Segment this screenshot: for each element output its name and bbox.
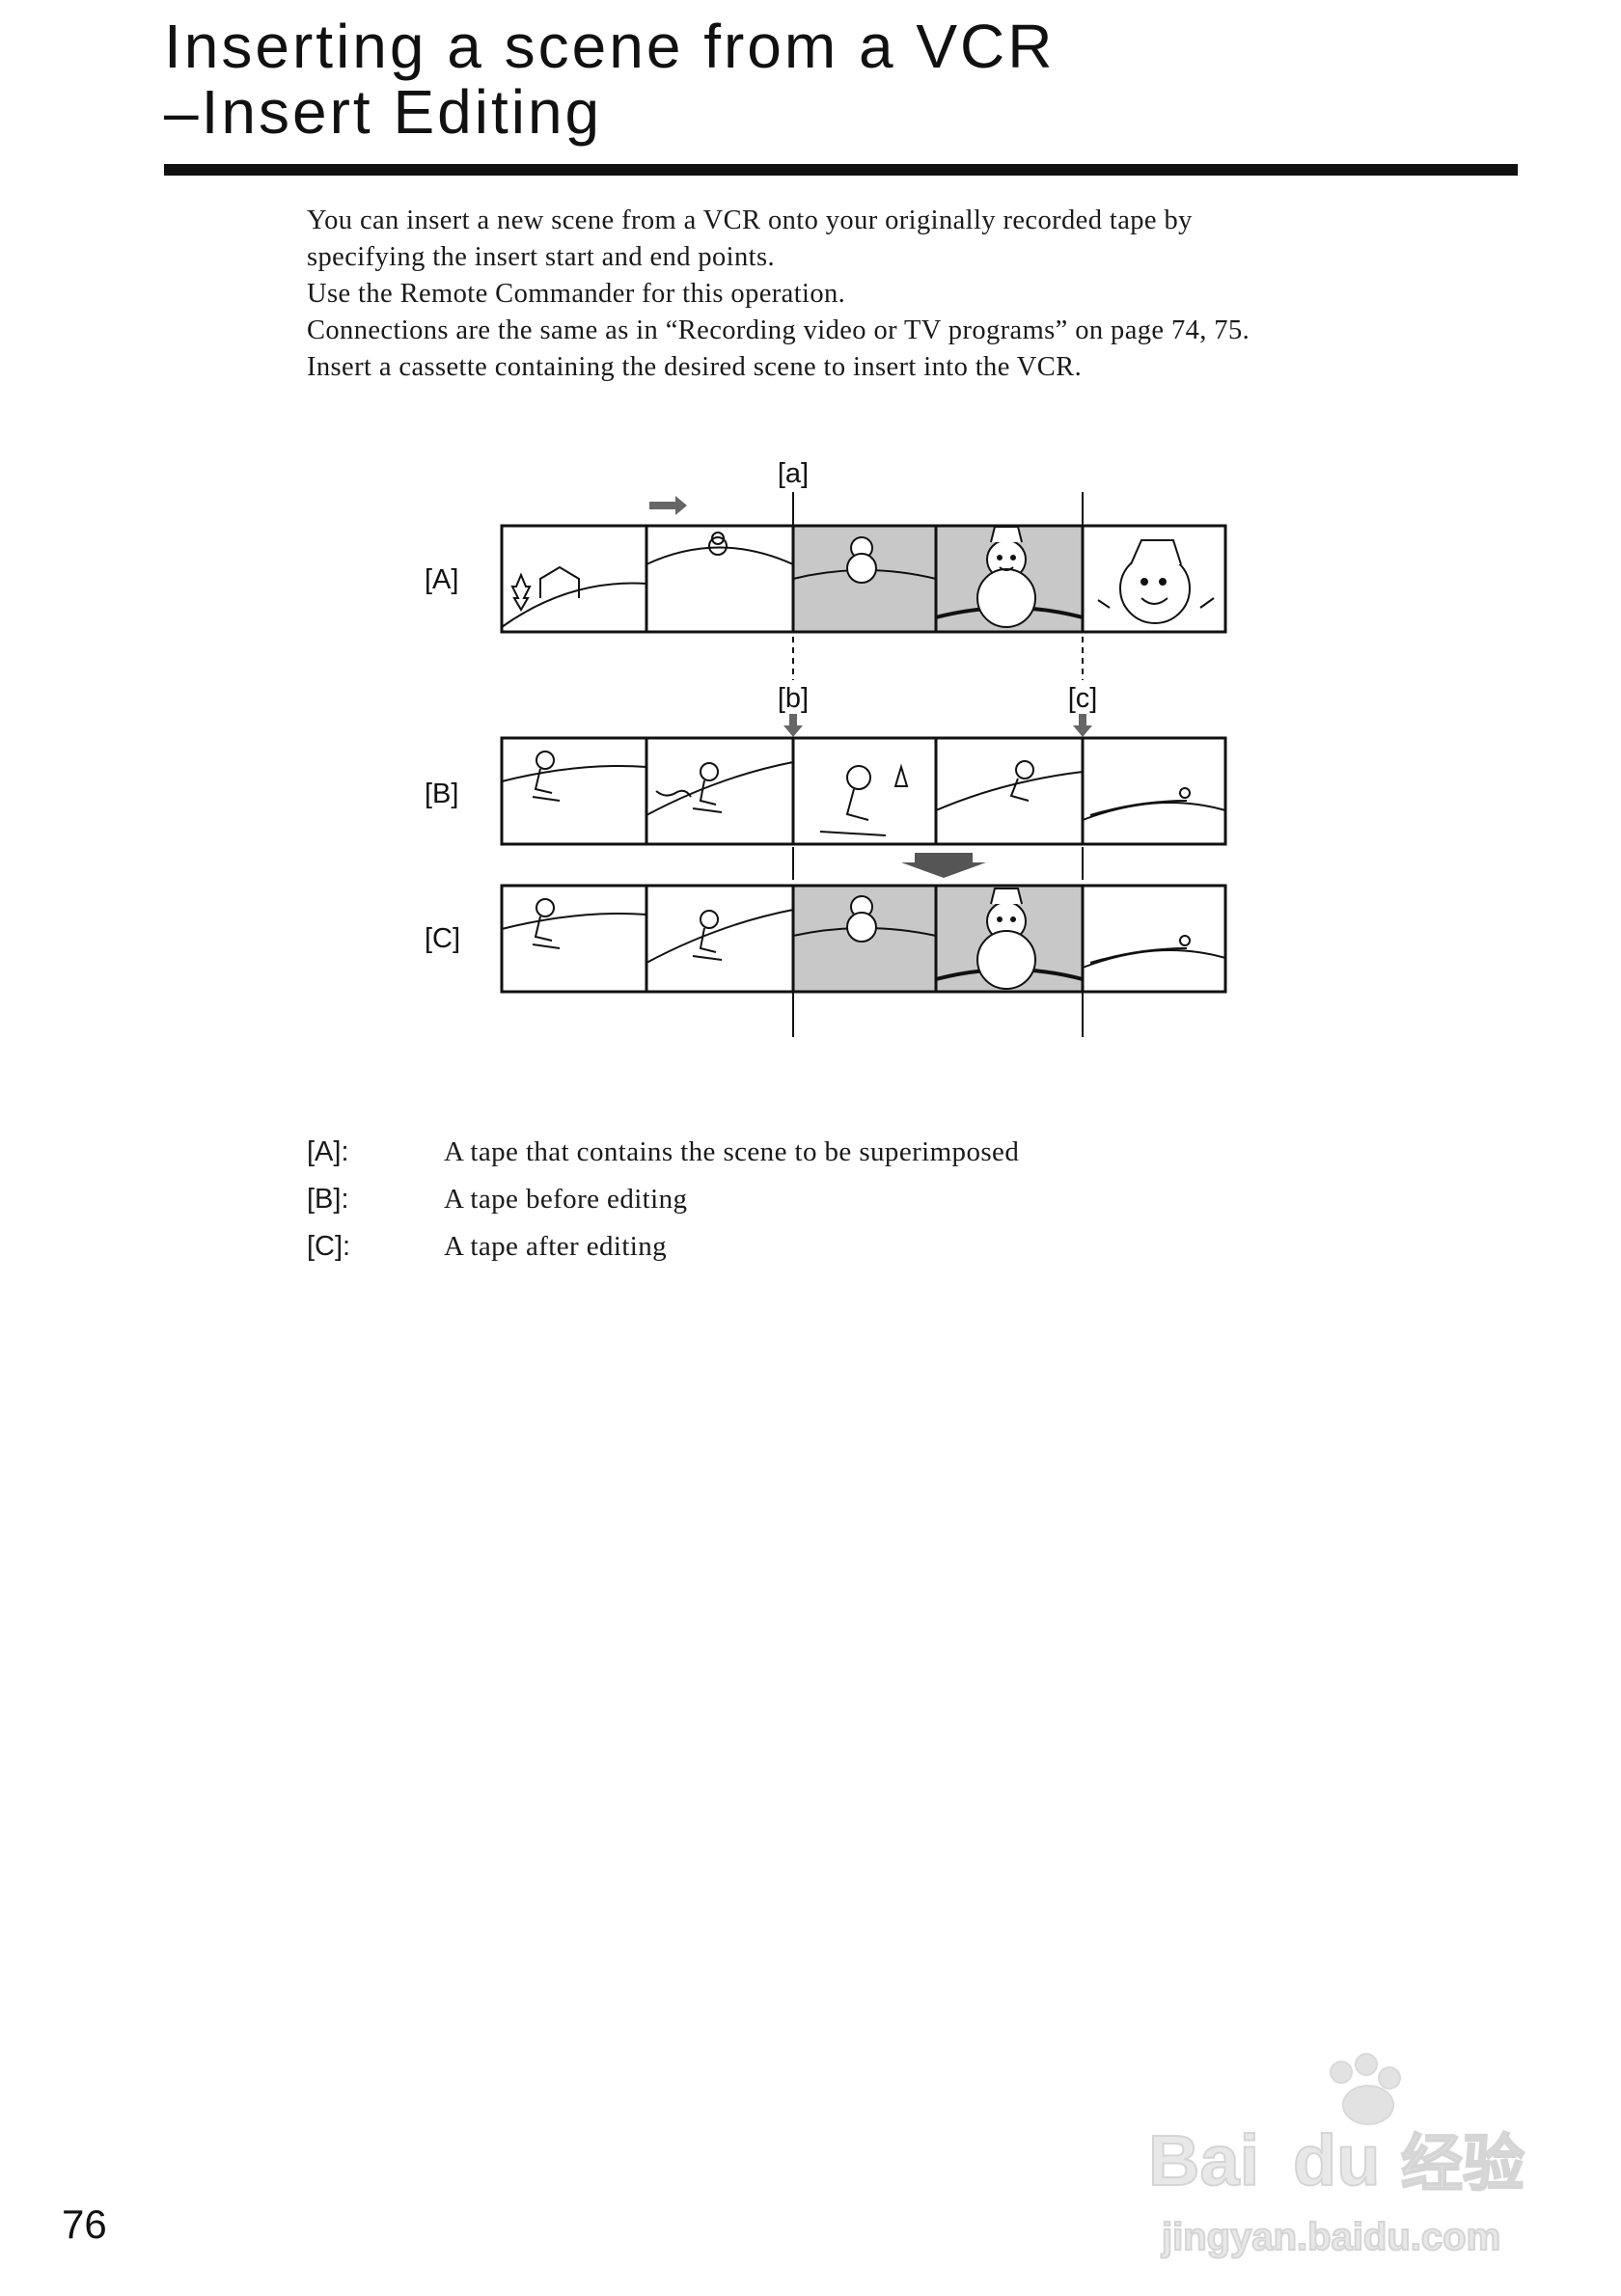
arrow-down-large-icon [901, 853, 986, 878]
house-icon [540, 567, 579, 598]
legend-key: [A]: [307, 1129, 444, 1176]
legend-text: A tape after editing [444, 1231, 667, 1262]
arrow-right-icon [649, 496, 687, 515]
legend-key: [B]: [307, 1176, 444, 1223]
legend-row: [B]:A tape before editing [307, 1176, 1019, 1223]
watermark-brand: Bai [1148, 2120, 1259, 2200]
tree-icon [512, 575, 530, 610]
tree-icon [895, 767, 907, 786]
tape-row-a [502, 526, 1225, 632]
point-b-label: [b] [778, 683, 809, 714]
legend: [A]:A tape that contains the scene to be… [307, 1129, 1019, 1271]
watermark-brand-2: du [1293, 2120, 1380, 2200]
point-a-label: [a] [778, 458, 809, 489]
insert-editing-diagram: [a] [b] [c] [A] [B] [C] [0, 0, 1621, 1080]
row-c-label: [C] [425, 923, 460, 954]
arrow-down-icon [783, 714, 803, 737]
page-number: 76 [62, 2201, 107, 2248]
arrow-down-icon [1073, 714, 1092, 737]
highlight-segment [793, 886, 1083, 992]
point-c-label: [c] [1068, 683, 1098, 714]
legend-row: [C]:A tape after editing [307, 1223, 1019, 1271]
legend-row: [A]:A tape that contains the scene to be… [307, 1129, 1019, 1176]
legend-text: A tape that contains the scene to be sup… [444, 1136, 1019, 1167]
row-a-label: [A] [425, 564, 458, 595]
legend-text: A tape before editing [444, 1184, 687, 1215]
watermark-url: jingyan.baidu.com [1161, 2216, 1500, 2258]
tape-row-c [502, 886, 1225, 992]
baidu-watermark: Bai du 经验 jingyan.baidu.com [1148, 2045, 1573, 2267]
tape-row-b [502, 738, 1225, 844]
row-b-label: [B] [425, 779, 458, 809]
legend-key: [C]: [307, 1223, 444, 1271]
watermark-cn: 经验 [1401, 2129, 1525, 2199]
